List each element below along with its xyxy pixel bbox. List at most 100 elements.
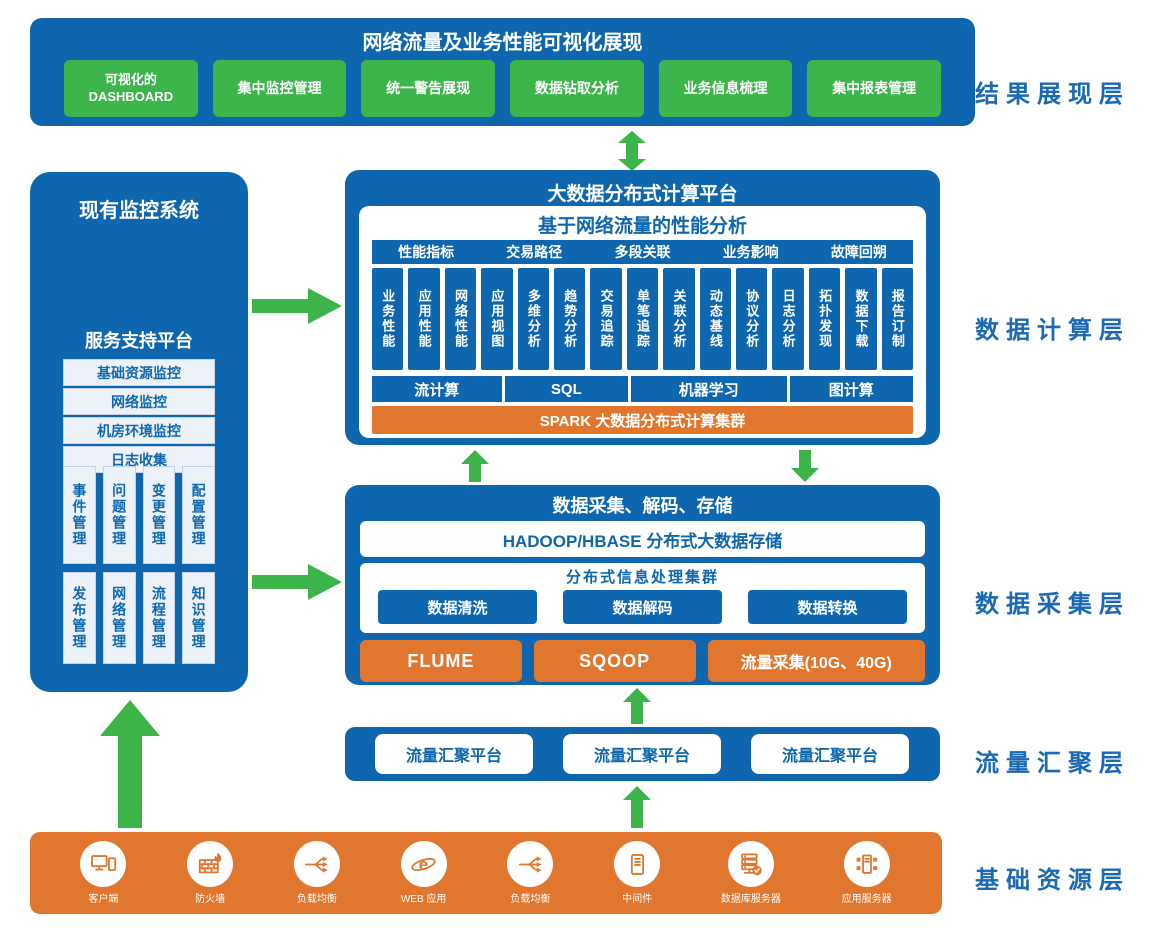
monitoring-items-list: 基础资源监控 网络监控 机房环境监控 日志收集 [63, 359, 215, 473]
mgmt-block: 变更管理 [142, 466, 176, 564]
resource-label: 应用服务器 [841, 894, 892, 905]
mgmt-block: 网络管理 [102, 572, 136, 664]
traffic-platform-block: 流量汇聚平台 [751, 734, 909, 774]
machine-learning-cell: 机器学习 [631, 376, 787, 402]
traffic-analysis-title: 基于网络流量的性能分析 [537, 216, 747, 237]
mgmt-block: 发布管理 [63, 572, 96, 664]
analysis-column: 应用性能 [408, 268, 440, 370]
resource-label: 中间件 [622, 894, 653, 905]
report-mgmt-block: 集中报表管理 [807, 60, 942, 117]
service-support-title: 服务支持平台 [85, 331, 193, 351]
resource-firewall: 防火墙 [187, 841, 234, 905]
group-label: 交易路径 [506, 244, 563, 260]
hadoop-storage-bar: HADOOP/HBASE 分布式大数据存储 [360, 521, 925, 557]
resource-load-balancer-2: 负载均衡 [507, 841, 554, 905]
middleware-icon [614, 841, 661, 887]
traffic-platform-block: 流量汇聚平台 [375, 734, 533, 774]
processing-cluster-box: 分布式信息处理集群 数据清洗 数据解码 数据转换 [360, 563, 925, 633]
analysis-columns-row: 业务性能 应用性能 网络性能 应用视图 多维分析 趋势分析 交易追踪 单笔追踪 … [372, 268, 914, 370]
central-monitoring-block: 集中监控管理 [212, 60, 347, 117]
group-label: 故障回朔 [830, 244, 887, 260]
app-server-icon [843, 841, 890, 887]
monitoring-system-box: 现有监控系统 服务支持平台 基础资源监控 网络监控 机房环境监控 日志收集 事件… [30, 172, 248, 692]
web-app-icon: e [400, 841, 447, 887]
arrow-bidirectional-top [618, 131, 646, 171]
resource-label: 防火墙 [195, 894, 226, 905]
resource-label: 负载均衡 [510, 894, 551, 905]
load-balance-icon [507, 841, 554, 887]
layer-label-computing: 数据计算层 [975, 317, 1130, 344]
analysis-column: 拓扑发现 [808, 268, 841, 370]
business-info-block: 业务信息梳理 [658, 60, 793, 117]
arrow-up-resources-to-aggregation [623, 786, 651, 828]
traffic-capture-block: 流量采集(10G、40G) [707, 640, 926, 682]
monitoring-system-title: 现有监控系统 [79, 200, 199, 222]
arrow-up-aggregation-to-collection [623, 688, 651, 724]
stream-computing-cell: 流计算 [372, 376, 502, 402]
presentation-buttons-row: 可视化的 DASHBOARD 集中监控管理 统一警告展现 数据钻取分析 业务信息… [64, 60, 942, 117]
processing-cluster-title: 分布式信息处理集群 [565, 569, 719, 586]
layer-label-resources: 基础资源层 [975, 867, 1130, 894]
arrow-right-monitoring-to-computing [252, 288, 342, 324]
analysis-column: 多维分析 [517, 268, 550, 370]
mgmt-block: 配置管理 [182, 466, 215, 564]
resource-app-server: 应用服务器 [842, 841, 892, 905]
resource-label: 负载均衡 [296, 894, 337, 905]
resource-label: WEB 应用 [400, 894, 447, 905]
data-decoding-block: 数据解码 [563, 590, 722, 624]
collection-layer-box: 数据采集、解码、存储 HADOOP/HBASE 分布式大数据存储 分布式信息处理… [345, 485, 940, 685]
analysis-column: 网络性能 [444, 268, 477, 370]
traffic-analysis-box: 基于网络流量的性能分析 性能指标 交易路径 多段关联 业务影响 故障回朔 业务性… [359, 206, 926, 438]
resource-client: 客户端 [80, 841, 127, 905]
layer-label-collection: 数据采集层 [975, 591, 1130, 618]
list-item: 基础资源监控 [63, 359, 215, 386]
sqoop-block: SQOOP [533, 640, 696, 682]
resource-layer-box: 客户端 防火墙 负载均衡 [30, 832, 942, 914]
data-drill-block: 数据钻取分析 [510, 60, 644, 117]
group-label: 性能指标 [398, 244, 455, 260]
layer-label-aggregation: 流量汇聚层 [975, 750, 1130, 777]
resource-load-balancer-1: 负载均衡 [293, 841, 340, 905]
processing-buttons-row: 数据清洗 数据解码 数据转换 [378, 590, 907, 624]
layer-label-presentation: 结果展现层 [975, 81, 1130, 108]
analysis-column: 协议分析 [736, 268, 768, 370]
data-cleaning-block: 数据清洗 [378, 590, 537, 624]
tech-cells-row: 流计算 SQL 机器学习 图计算 [372, 376, 914, 402]
mgmt-block: 流程管理 [142, 572, 176, 664]
analysis-column: 关联分析 [663, 268, 695, 370]
spark-cluster-bar: SPARK 大数据分布式计算集群 [372, 406, 913, 434]
arrow-up-resources-to-monitoring [100, 700, 160, 828]
resource-label: 数据库服务器 [720, 894, 781, 905]
arrow-down-computing-to-collection [791, 450, 819, 482]
dashboard-block: 可视化的 DASHBOARD [64, 60, 198, 117]
management-row-1: 事件管理 问题管理 变更管理 配置管理 [63, 466, 215, 564]
list-item: 机房环境监控 [63, 417, 215, 444]
svg-text:e: e [419, 855, 428, 874]
aggregation-layer-box: 流量汇聚平台 流量汇聚平台 流量汇聚平台 [345, 727, 940, 781]
analysis-column: 数据下载 [845, 268, 877, 370]
resource-middleware: 中间件 [614, 841, 661, 905]
mgmt-block: 事件管理 [63, 466, 96, 564]
analysis-column: 趋势分析 [554, 268, 586, 370]
arrow-up-collection-to-computing [461, 450, 489, 482]
group-label: 多段关联 [614, 244, 671, 260]
firewall-icon [187, 841, 234, 887]
alert-display-block: 统一警告展现 [361, 60, 496, 117]
analysis-column: 动态基线 [699, 268, 732, 370]
collection-layer-title: 数据采集、解码、存储 [552, 496, 733, 516]
management-row-2: 发布管理 网络管理 流程管理 知识管理 [63, 572, 215, 664]
resource-database-server: 数据库服务器 [721, 841, 781, 905]
analysis-column: 应用视图 [481, 268, 513, 370]
database-server-icon [727, 841, 774, 887]
traffic-platform-block: 流量汇聚平台 [563, 734, 721, 774]
load-balance-icon [293, 841, 340, 887]
sql-cell: SQL [504, 376, 629, 402]
graph-computing-cell: 图计算 [789, 376, 914, 402]
computing-platform-title: 大数据分布式计算平台 [547, 184, 738, 205]
mgmt-block: 问题管理 [102, 466, 136, 564]
data-transform-block: 数据转换 [748, 590, 907, 624]
analysis-column: 报告订制 [881, 268, 914, 370]
list-item: 网络监控 [63, 388, 215, 415]
presentation-layer-title: 网络流量及业务性能可视化展现 [362, 31, 643, 54]
